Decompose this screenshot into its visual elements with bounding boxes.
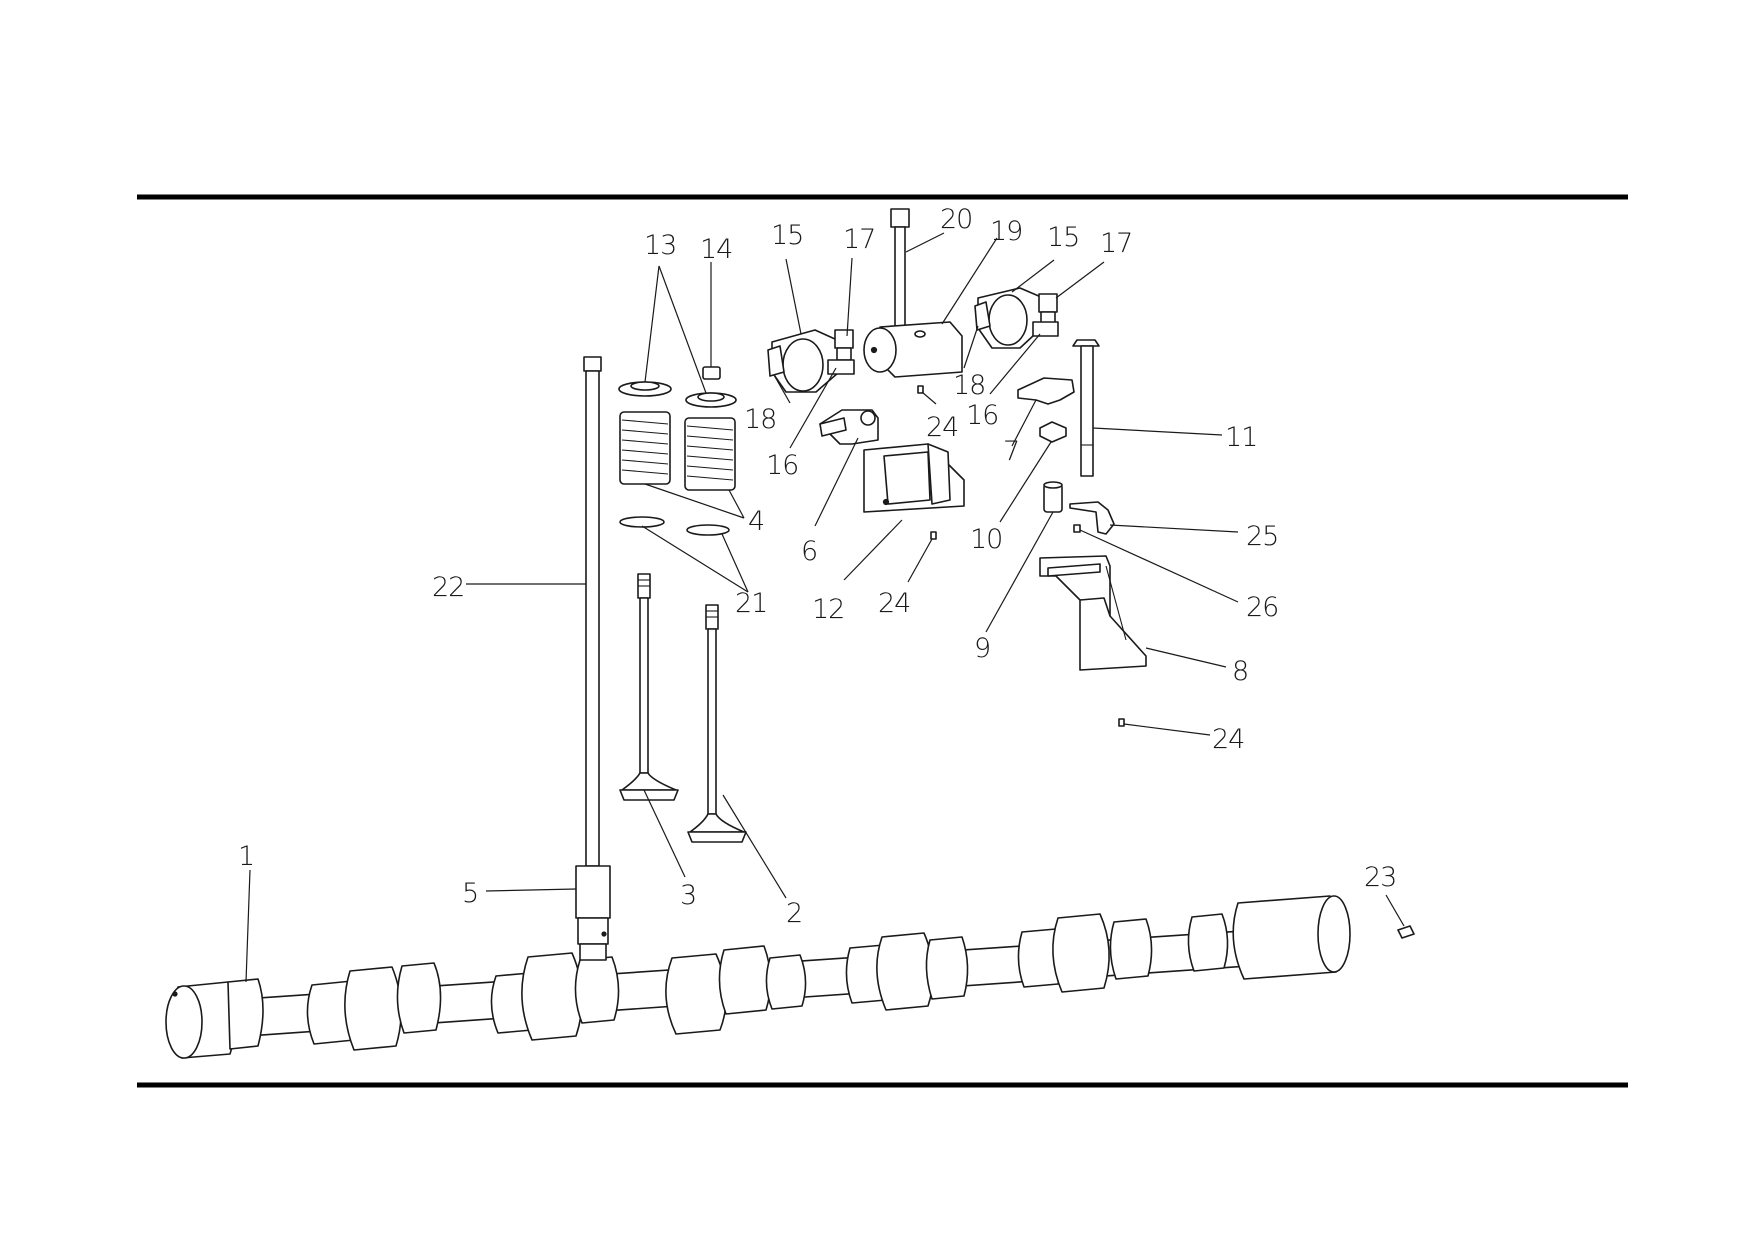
callout-7: 7	[1003, 436, 1019, 467]
spring-seat-right	[685, 392, 737, 408]
callout-24-lower: 24	[1212, 724, 1244, 755]
spring-clip	[1017, 377, 1075, 405]
hex-nut	[1039, 421, 1067, 443]
sleeve	[1043, 481, 1063, 513]
washer-right	[686, 524, 730, 536]
callout-25: 25	[1246, 521, 1278, 552]
callout-15-left: 15	[771, 220, 803, 251]
rocker-support	[863, 321, 963, 378]
callout-8: 8	[1232, 656, 1248, 687]
callout-18-right: 18	[953, 370, 985, 401]
spring-seat-left	[618, 381, 672, 397]
callout-17-left: 17	[843, 224, 875, 255]
valve-intake	[619, 573, 679, 801]
callout-6: 6	[801, 536, 817, 567]
callout-12: 12	[812, 594, 844, 625]
callout-18-left: 18	[744, 404, 776, 435]
dowel-24-upper	[917, 385, 924, 394]
callout-9: 9	[974, 633, 990, 664]
callout-26: 26	[1246, 592, 1278, 623]
callout-14: 14	[700, 234, 732, 265]
dowel-24-lower	[1118, 718, 1125, 727]
valve-spring-left	[619, 411, 671, 485]
rocker-arm-right	[974, 287, 1049, 349]
callout-23: 23	[1364, 862, 1396, 893]
valve-cap	[702, 366, 721, 380]
callout-11: 11	[1225, 422, 1257, 453]
valve-spring-right	[684, 417, 736, 491]
callout-21: 21	[735, 588, 767, 619]
callout-24-middle: 24	[878, 588, 910, 619]
adjuster-washer-right	[1032, 321, 1059, 337]
rocker-arm-left	[767, 329, 847, 393]
callout-2: 2	[786, 898, 802, 929]
callout-16-left: 16	[766, 450, 798, 481]
adjuster-nut-right	[1038, 293, 1058, 325]
rocker-pedestal	[1039, 555, 1147, 671]
valve-exhaust	[687, 604, 747, 843]
washer-left	[619, 516, 665, 528]
callout-20: 20	[940, 204, 972, 235]
callout-4: 4	[748, 506, 764, 537]
adjuster-nut-left	[834, 329, 854, 361]
callout-24-upper: 24	[926, 412, 958, 443]
callout-5: 5	[462, 878, 478, 909]
retainer-clip	[1069, 501, 1115, 535]
callout-19: 19	[990, 216, 1022, 247]
callout-1: 1	[238, 841, 254, 872]
dowel-24-middle	[930, 531, 937, 540]
long-bolt	[1072, 339, 1100, 477]
callout-13: 13	[644, 230, 676, 261]
callout-3: 3	[680, 880, 696, 911]
callout-22: 22	[432, 572, 464, 603]
pin-26	[1073, 524, 1081, 533]
push-rod	[583, 356, 602, 867]
callout-15-right: 15	[1047, 222, 1079, 253]
tappet	[575, 865, 611, 961]
adjuster-washer-left	[827, 359, 855, 375]
dowel-pin	[1397, 925, 1415, 939]
rocker-bracket	[863, 443, 965, 513]
rocker-clamp	[819, 409, 879, 445]
callout-10: 10	[970, 524, 1002, 555]
camshaft	[165, 895, 1351, 1059]
callout-16-right: 16	[966, 400, 998, 431]
callout-labels: 1 2 3 4 5 6 7 8 9 10 11 12 13 14 15 15 1…	[238, 204, 1397, 929]
rocker-bolt	[890, 208, 910, 328]
leader-lines	[245, 232, 1405, 983]
callout-17-right: 17	[1100, 228, 1132, 259]
